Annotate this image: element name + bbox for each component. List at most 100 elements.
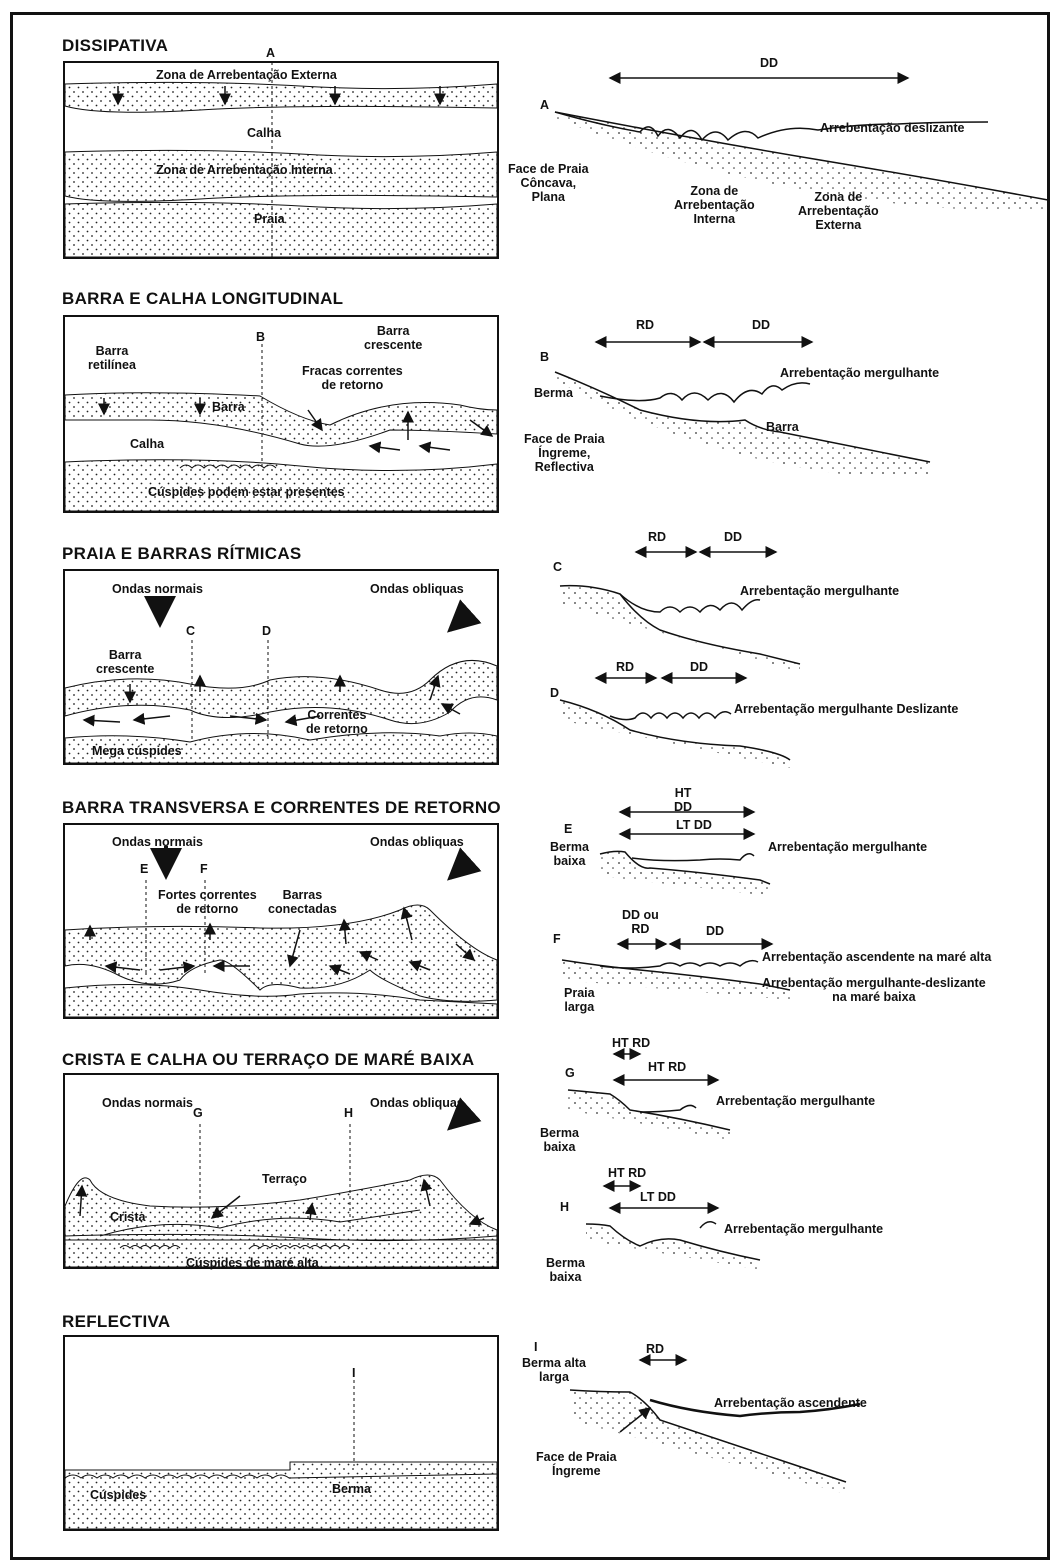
profile-letter-e: E (564, 822, 573, 836)
label-face-steep-i: Face de Praia Íngreme (536, 1450, 617, 1478)
label-outer-zone: Zona de Arrebentação Externa (156, 68, 337, 82)
profile-g-ht2: HT RD (648, 1060, 687, 1074)
label-rip-c: Correntes de retorno (306, 708, 368, 736)
label-outer-surf: Zona de Arrebentação Externa (798, 190, 879, 232)
profile-i (569, 1354, 861, 1494)
profile-letter-c: C (553, 560, 563, 574)
label-bar-profile: Barra (766, 420, 799, 434)
breaker-plunging-low: Arrebentação mergulhante-deslizante na m… (762, 976, 986, 1004)
profile-f (561, 938, 791, 1000)
label-berm-low-g: Berma baixa (540, 1126, 579, 1154)
label-oblique-waves-g: Ondas obliquas (370, 1096, 464, 1110)
label-inner-zone: Zona de Arrebentação Interna (156, 163, 333, 177)
profile-h-ht: HT RD (608, 1166, 647, 1180)
profile-c-rd: RD (648, 530, 667, 544)
breaker-plunging-c: Arrebentação mergulhante (740, 584, 900, 598)
plan-ritmicas (63, 569, 499, 765)
plan-letter-b: B (256, 330, 266, 344)
plan-letter-d: D (262, 624, 272, 638)
profile-dd: DD (760, 56, 779, 70)
label-cusps-refl: Cúspides (90, 1488, 147, 1502)
breaker-spilling: Arrebentação deslizante (820, 121, 965, 135)
label-terrace: Terraço (262, 1172, 307, 1186)
plan-letter-e: E (140, 862, 149, 876)
label-trough: Calha (247, 126, 282, 140)
breaker-plunging-e: Arrebentação mergulhante (768, 840, 928, 854)
label-normal-waves-c: Ondas normais (112, 582, 203, 596)
profile-letter-g: G (565, 1066, 575, 1080)
profile-letter-b: B (540, 350, 550, 364)
title-barra-calha: BARRA E CALHA LONGITUDINAL (62, 289, 344, 308)
plan-letter-i: I (352, 1366, 356, 1380)
label-oblique-waves-e: Ondas obliquas (370, 835, 464, 849)
profile-letter-i: I (534, 1340, 538, 1354)
plan-letter-a: A (266, 46, 276, 60)
label-bar: Barra (212, 400, 245, 414)
profile-b (554, 336, 931, 476)
label-berm-low-e: Berma baixa (550, 840, 589, 868)
label-berm-refl: Berma (332, 1482, 371, 1496)
profile-d-dd: DD (690, 660, 709, 674)
plan-dissipativa (63, 61, 499, 259)
label-mega-cusps: Mega cúspides (92, 744, 182, 758)
profile-b-rd: RD (636, 318, 655, 332)
figure-frame (10, 12, 1050, 1560)
profile-d (559, 672, 791, 768)
plan-crista (63, 1073, 499, 1269)
profile-a (554, 72, 1049, 210)
title-reflectiva: REFLECTIVA (62, 1312, 171, 1331)
label-strong-rip: Fortes correntes de retorno (158, 888, 257, 916)
breaker-surging: Arrebentação ascendente (714, 1396, 867, 1410)
breaker-plunging-g: Arrebentação mergulhante (716, 1094, 876, 1108)
plan-letter-g: G (193, 1106, 203, 1120)
label-berm-b: Berma (534, 386, 573, 400)
label-cusps-high-tide: Cúspides de maré alta (186, 1256, 319, 1270)
profile-letter-a: A (540, 98, 550, 112)
profile-g-ht: HT RD (612, 1036, 651, 1050)
profile-h-lt: LT DD (640, 1190, 676, 1204)
title-dissipativa: DISSIPATIVA (62, 36, 169, 55)
profile-e-ht: HT DD (674, 786, 693, 814)
label-crescent-bar: Barra crescente (364, 324, 423, 352)
breaker-plunging-d: Arrebentação mergulhante Deslizante (734, 702, 959, 716)
breaker-surging-high: Arrebentação ascendente na maré alta (762, 950, 992, 964)
profile-b-dd: DD (752, 318, 771, 332)
profile-e-lt: LT DD (676, 818, 712, 832)
profile-letter-h: H (560, 1200, 570, 1214)
label-high-berm: Berma alta larga (522, 1356, 586, 1384)
profile-c-dd: DD (724, 530, 743, 544)
label-crest: Crista (110, 1210, 146, 1224)
label-inner-surf: Zona de Arrebentação Interna (674, 184, 755, 226)
profile-f-ddrd: DD ou RD (622, 908, 659, 936)
label-oblique-waves-c: Ondas obliquas (370, 582, 464, 596)
label-straight-bar: Barra retilínea (88, 344, 136, 372)
label-connected-bars: Barras conectadas (268, 888, 337, 916)
label-normal-waves-g: Ondas normais (102, 1096, 193, 1110)
label-trough-b: Calha (130, 437, 165, 451)
label-wide-beach: Praia larga (564, 986, 595, 1014)
label-beach: Praia (254, 212, 285, 226)
label-weak-rip: Fracas correntes de retorno (302, 364, 403, 392)
breaker-plunging-h: Arrebentação mergulhante (724, 1222, 884, 1236)
plan-letter-h: H (344, 1106, 354, 1120)
profile-letter-f: F (553, 932, 561, 946)
title-crista: CRISTA E CALHA OU TERRAÇO DE MARÉ BAIXA (62, 1050, 475, 1069)
label-berm-low-h: Berma baixa (546, 1256, 585, 1284)
label-normal-waves-e: Ondas normais (112, 835, 203, 849)
profile-e (599, 806, 771, 896)
breaker-plunging-b: Arrebentação mergulhante (780, 366, 940, 380)
label-crescent-bar-c: Barra crescente (96, 648, 155, 676)
label-face-concave: Face de Praia Côncava, Plana (508, 162, 589, 204)
plan-letter-c: C (186, 624, 196, 638)
profile-letter-d: D (550, 686, 560, 700)
plan-letter-f: F (200, 862, 208, 876)
label-cusps: Cúspides podem estar presentes (148, 485, 345, 499)
profile-h (585, 1180, 761, 1270)
profile-f-dd: DD (706, 924, 725, 938)
profile-i-rd: RD (646, 1342, 665, 1356)
title-ritmicas: PRAIA E BARRAS RÍTMICAS (62, 544, 302, 563)
profile-c (559, 546, 801, 672)
plan-transversa (63, 823, 499, 1019)
profile-g (567, 1048, 731, 1140)
